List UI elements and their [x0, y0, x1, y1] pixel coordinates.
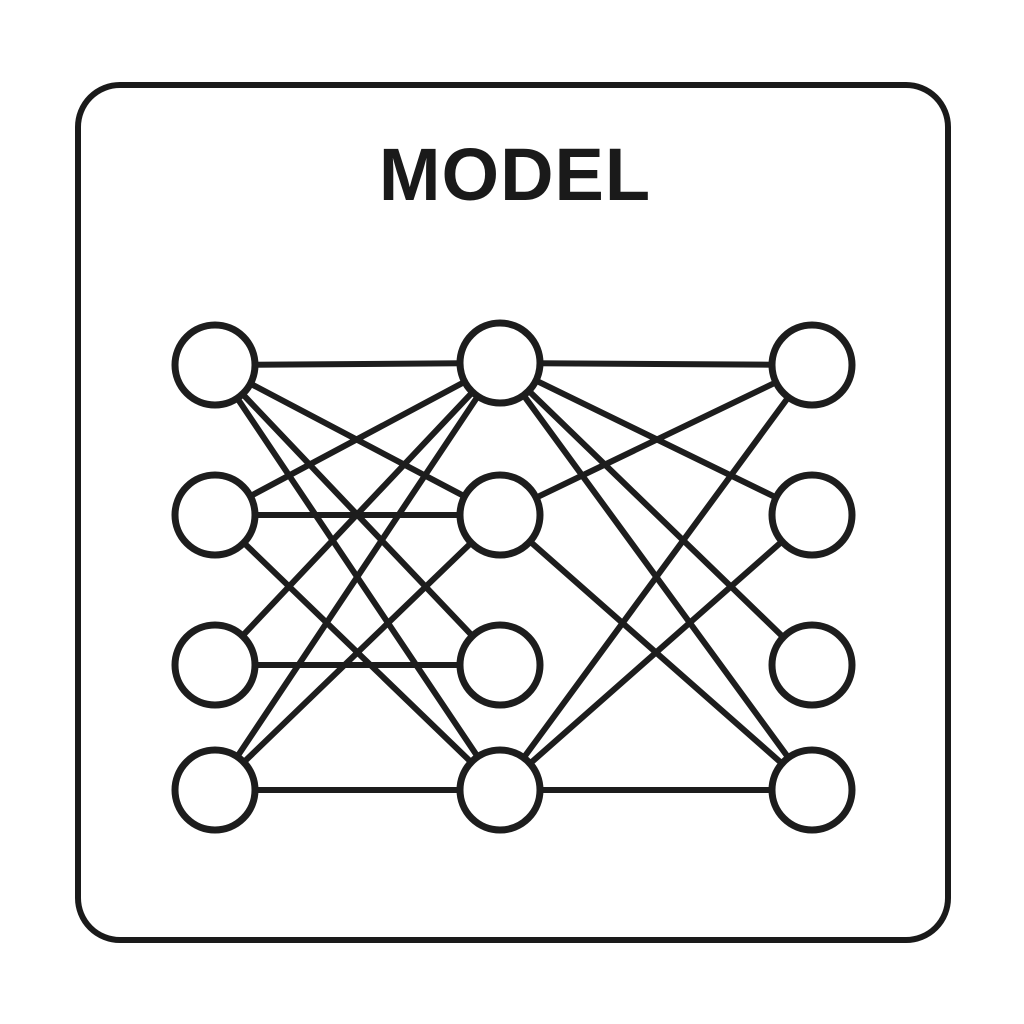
node-output-1[interactable] — [768, 321, 856, 409]
node-hidden-4[interactable] — [456, 746, 544, 834]
node-output-4[interactable] — [768, 746, 856, 834]
node-output-3[interactable] — [768, 621, 856, 709]
edge-i2-h1 — [245, 377, 470, 501]
node-hidden-1[interactable] — [456, 319, 544, 407]
node-input-3[interactable] — [171, 621, 259, 709]
edge-h2-o1 — [531, 378, 781, 502]
node-output-2[interactable] — [768, 471, 856, 559]
edge-i1-h1 — [249, 360, 466, 368]
node-hidden-3[interactable] — [456, 621, 544, 709]
nodes-group — [171, 319, 856, 834]
page-title: MODEL — [379, 133, 651, 216]
edge-h4-o1 — [519, 392, 793, 763]
node-input-4[interactable] — [171, 746, 259, 834]
edge-h1-o1 — [534, 360, 778, 368]
edge-i3-h1 — [238, 387, 477, 641]
node-hidden-2[interactable] — [456, 471, 544, 559]
edge-i4-h2 — [239, 538, 476, 767]
edge-h4-o2 — [525, 537, 787, 768]
node-input-1[interactable] — [171, 321, 259, 409]
edge-h1-o3 — [524, 386, 788, 642]
edge-i4-h1 — [233, 391, 482, 762]
edges-group — [233, 360, 793, 793]
node-input-2[interactable] — [171, 471, 259, 559]
